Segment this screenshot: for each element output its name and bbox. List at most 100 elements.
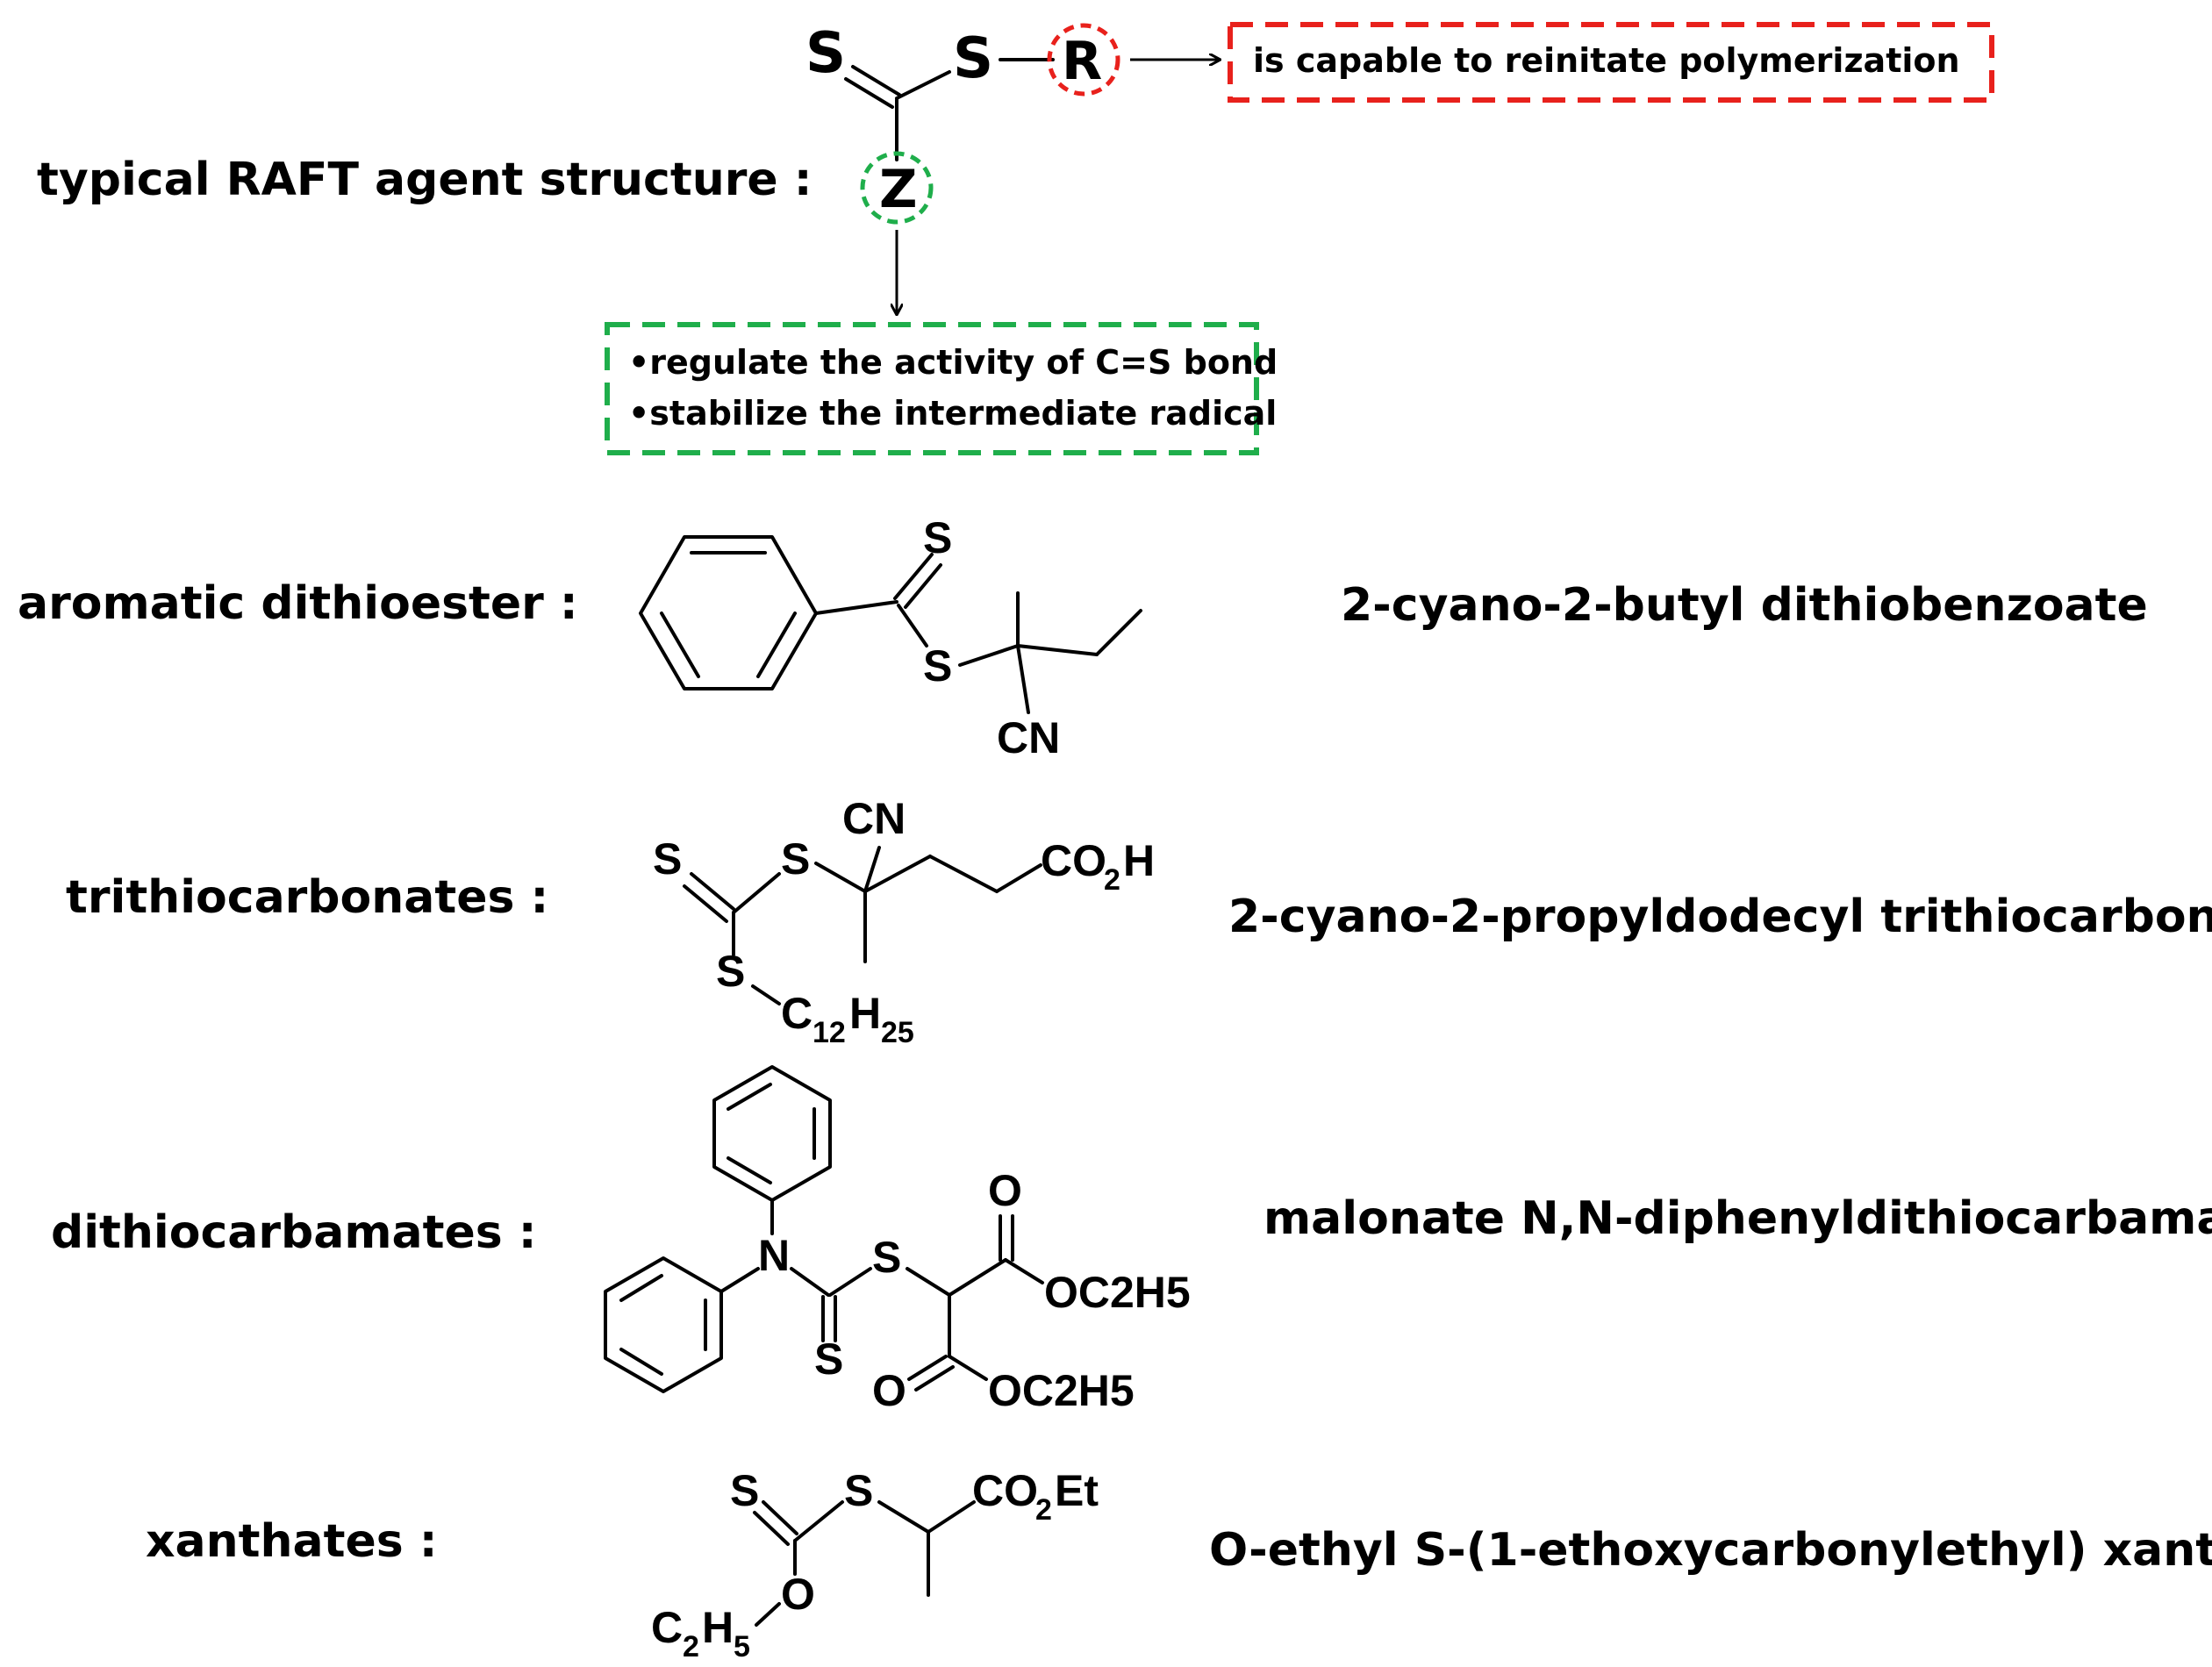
atom-co2h-2: CO 2 H [1041,836,1155,897]
atom-s-thioether-3: S [872,1233,901,1282]
cs-double-bond-b-4 [753,1511,790,1546]
z-description-box [605,322,1259,455]
c12h25-subscript-a: 12 [812,1016,846,1049]
co2et-part-a: CO [972,1466,1038,1515]
atom-o-lower-3: O [872,1366,906,1415]
c2h5-part-a: C [651,1603,683,1652]
ph-n-bond-lower [719,1267,760,1293]
atom-cn-2: CN [842,794,906,843]
aromatic-dithioester-row: aromatic dithioester : 2-cyano-2-butyl d… [18,513,2148,762]
raft-cs-double-bond-b [844,77,894,109]
atom-s-thioether-1: S [923,641,952,690]
s-cq-bond-2 [814,862,867,893]
class-label-xanthates: xanthates : [146,1515,438,1568]
chain-bond-c-2 [995,863,1042,893]
raft-cs-single-bond [895,70,951,100]
class-label-dithiocarbamates: dithiocarbamates : [51,1206,537,1259]
raft-atom-s-double: S [805,21,846,86]
ethyl-bond-a-1 [1016,644,1099,656]
ch-ester-upper-bond [948,1258,1007,1297]
chain-bond-b-2 [928,855,999,893]
c2h5-subscript-b: 5 [734,1630,750,1663]
atom-o-4: O [781,1570,815,1619]
atom-s-thione-4: S [730,1466,759,1515]
s-ch-bond-4 [877,1500,930,1534]
atom-s-upper-2: S [781,834,810,884]
c12h25-part-a: C [781,989,812,1038]
atom-s-thione-2: S [653,834,682,884]
cn-bond-1 [1016,644,1030,714]
raft-cs-double-bond-a [851,65,901,97]
c-s-bond-4 [793,1500,844,1542]
benzene-ring-1-inner-b [660,612,700,678]
c-s-bond-1 [897,604,928,647]
benzene-ring-1-inner-c [756,612,797,678]
cs-double-bond-b-2 [683,884,728,923]
z-description-line-2: •stabilize the intermediate radical [628,394,1277,433]
atom-n-3: N [758,1231,790,1280]
raft-atom-s-single: S [953,26,993,91]
atom-c2h5-4: C 2 H 5 [651,1603,750,1663]
raft-atom-z: Z [879,159,918,220]
co2h-subscript: 2 [1104,863,1120,897]
c2h5-subscript-a: 2 [683,1630,699,1663]
atom-s-thioether-4: S [844,1466,873,1515]
c12h25-subscript-b: 25 [881,1016,914,1049]
s-c-bond-1 [958,644,1020,667]
compound-name-trithiocarbonates: 2-cyano-2-propyldodecyl trithiocarbonate [1228,891,2212,943]
o-ethyl-bond-4 [755,1602,781,1627]
lower-co-double-a [907,1355,948,1381]
raft-general-structure: typical RAFT agent structure : S S R Z i… [37,21,1994,455]
raft-general-label: typical RAFT agent structure : [37,154,812,206]
benzene-ring-upper-inner-c [727,1156,772,1184]
cs-double-bond-a-2 [690,872,735,911]
lower-c-oet-bond [948,1355,988,1381]
raft-atom-r: R [1062,31,1102,92]
z-group-highlight-circle [860,151,934,225]
atom-c12h25-2: C 12 H 25 [781,989,914,1049]
lower-co-double-b [914,1365,955,1392]
chain-bond-a-2 [863,855,932,893]
cs-double-bond-a-1 [893,553,934,600]
atom-cn-1: CN [997,713,1060,762]
compound-name-dithiocarbamates: malonate N,N-diphenyldithiocarbamate [1263,1192,2212,1245]
ethyl-bond-b-1 [1095,609,1142,656]
class-label-aromatic-dithioester: aromatic dithioester : [18,577,578,630]
xanthates-row: xanthates : O-ethyl S-(1-ethoxycarbonyle… [146,1466,2212,1663]
benzene-ring-upper-inner-a [727,1083,772,1111]
c12h25-part-b: H [849,989,881,1038]
upper-c-oet-bond [1004,1258,1044,1284]
benzene-ring-1 [639,535,818,690]
n-c-bond [790,1267,830,1297]
benzene-ring-lower-inner-b [619,1348,663,1376]
cs-double-bond-a-4 [762,1500,798,1535]
c2h5-part-b: H [702,1603,734,1652]
co2h-part-a: CO [1041,836,1106,885]
ph-c-bond [814,600,898,615]
dithiocarbamates-row: dithiocarbamates : malonate N,N-diphenyl… [51,1065,2212,1415]
r-group-highlight-circle [1047,23,1120,97]
atom-oc2h5-lower-3: OC2H5 [988,1366,1135,1415]
co2et-part-b: Et [1055,1466,1099,1515]
r-description-text: is capable to reinitate polymerization [1253,41,1960,80]
ch-ester-bond-4 [927,1500,976,1534]
cs-double-bond-b-1 [904,563,942,609]
atom-co2et-4: CO 2 Et [972,1466,1099,1527]
r-description-box [1228,22,1994,103]
atom-s-thione-1: S [923,513,952,562]
z-description-line-1: •regulate the activity of C=S bond [628,343,1278,382]
c-s-bond-3 [828,1267,872,1297]
cq-cn-bond-2 [863,846,881,893]
atom-o-upper-3: O [988,1166,1022,1215]
co2et-subscript: 2 [1035,1493,1052,1527]
atom-s-lower-2: S [716,947,745,996]
c-s-upper-bond-2 [732,872,781,914]
co2h-part-b: H [1123,836,1155,885]
atom-oc2h5-upper-3: OC2H5 [1044,1268,1191,1317]
compound-name-aromatic-dithioester: 2-cyano-2-butyl dithiobenzoate [1341,579,2148,632]
compound-name-xanthates: O-ethyl S-(1-ethoxycarbonylethyl) xantha… [1209,1524,2212,1577]
s-c12-bond-2 [751,984,781,1005]
s-ch-bond-3 [906,1267,951,1297]
trithiocarbonates-row: trithiocarbonates : 2-cyano-2-propyldode… [66,794,2212,1049]
